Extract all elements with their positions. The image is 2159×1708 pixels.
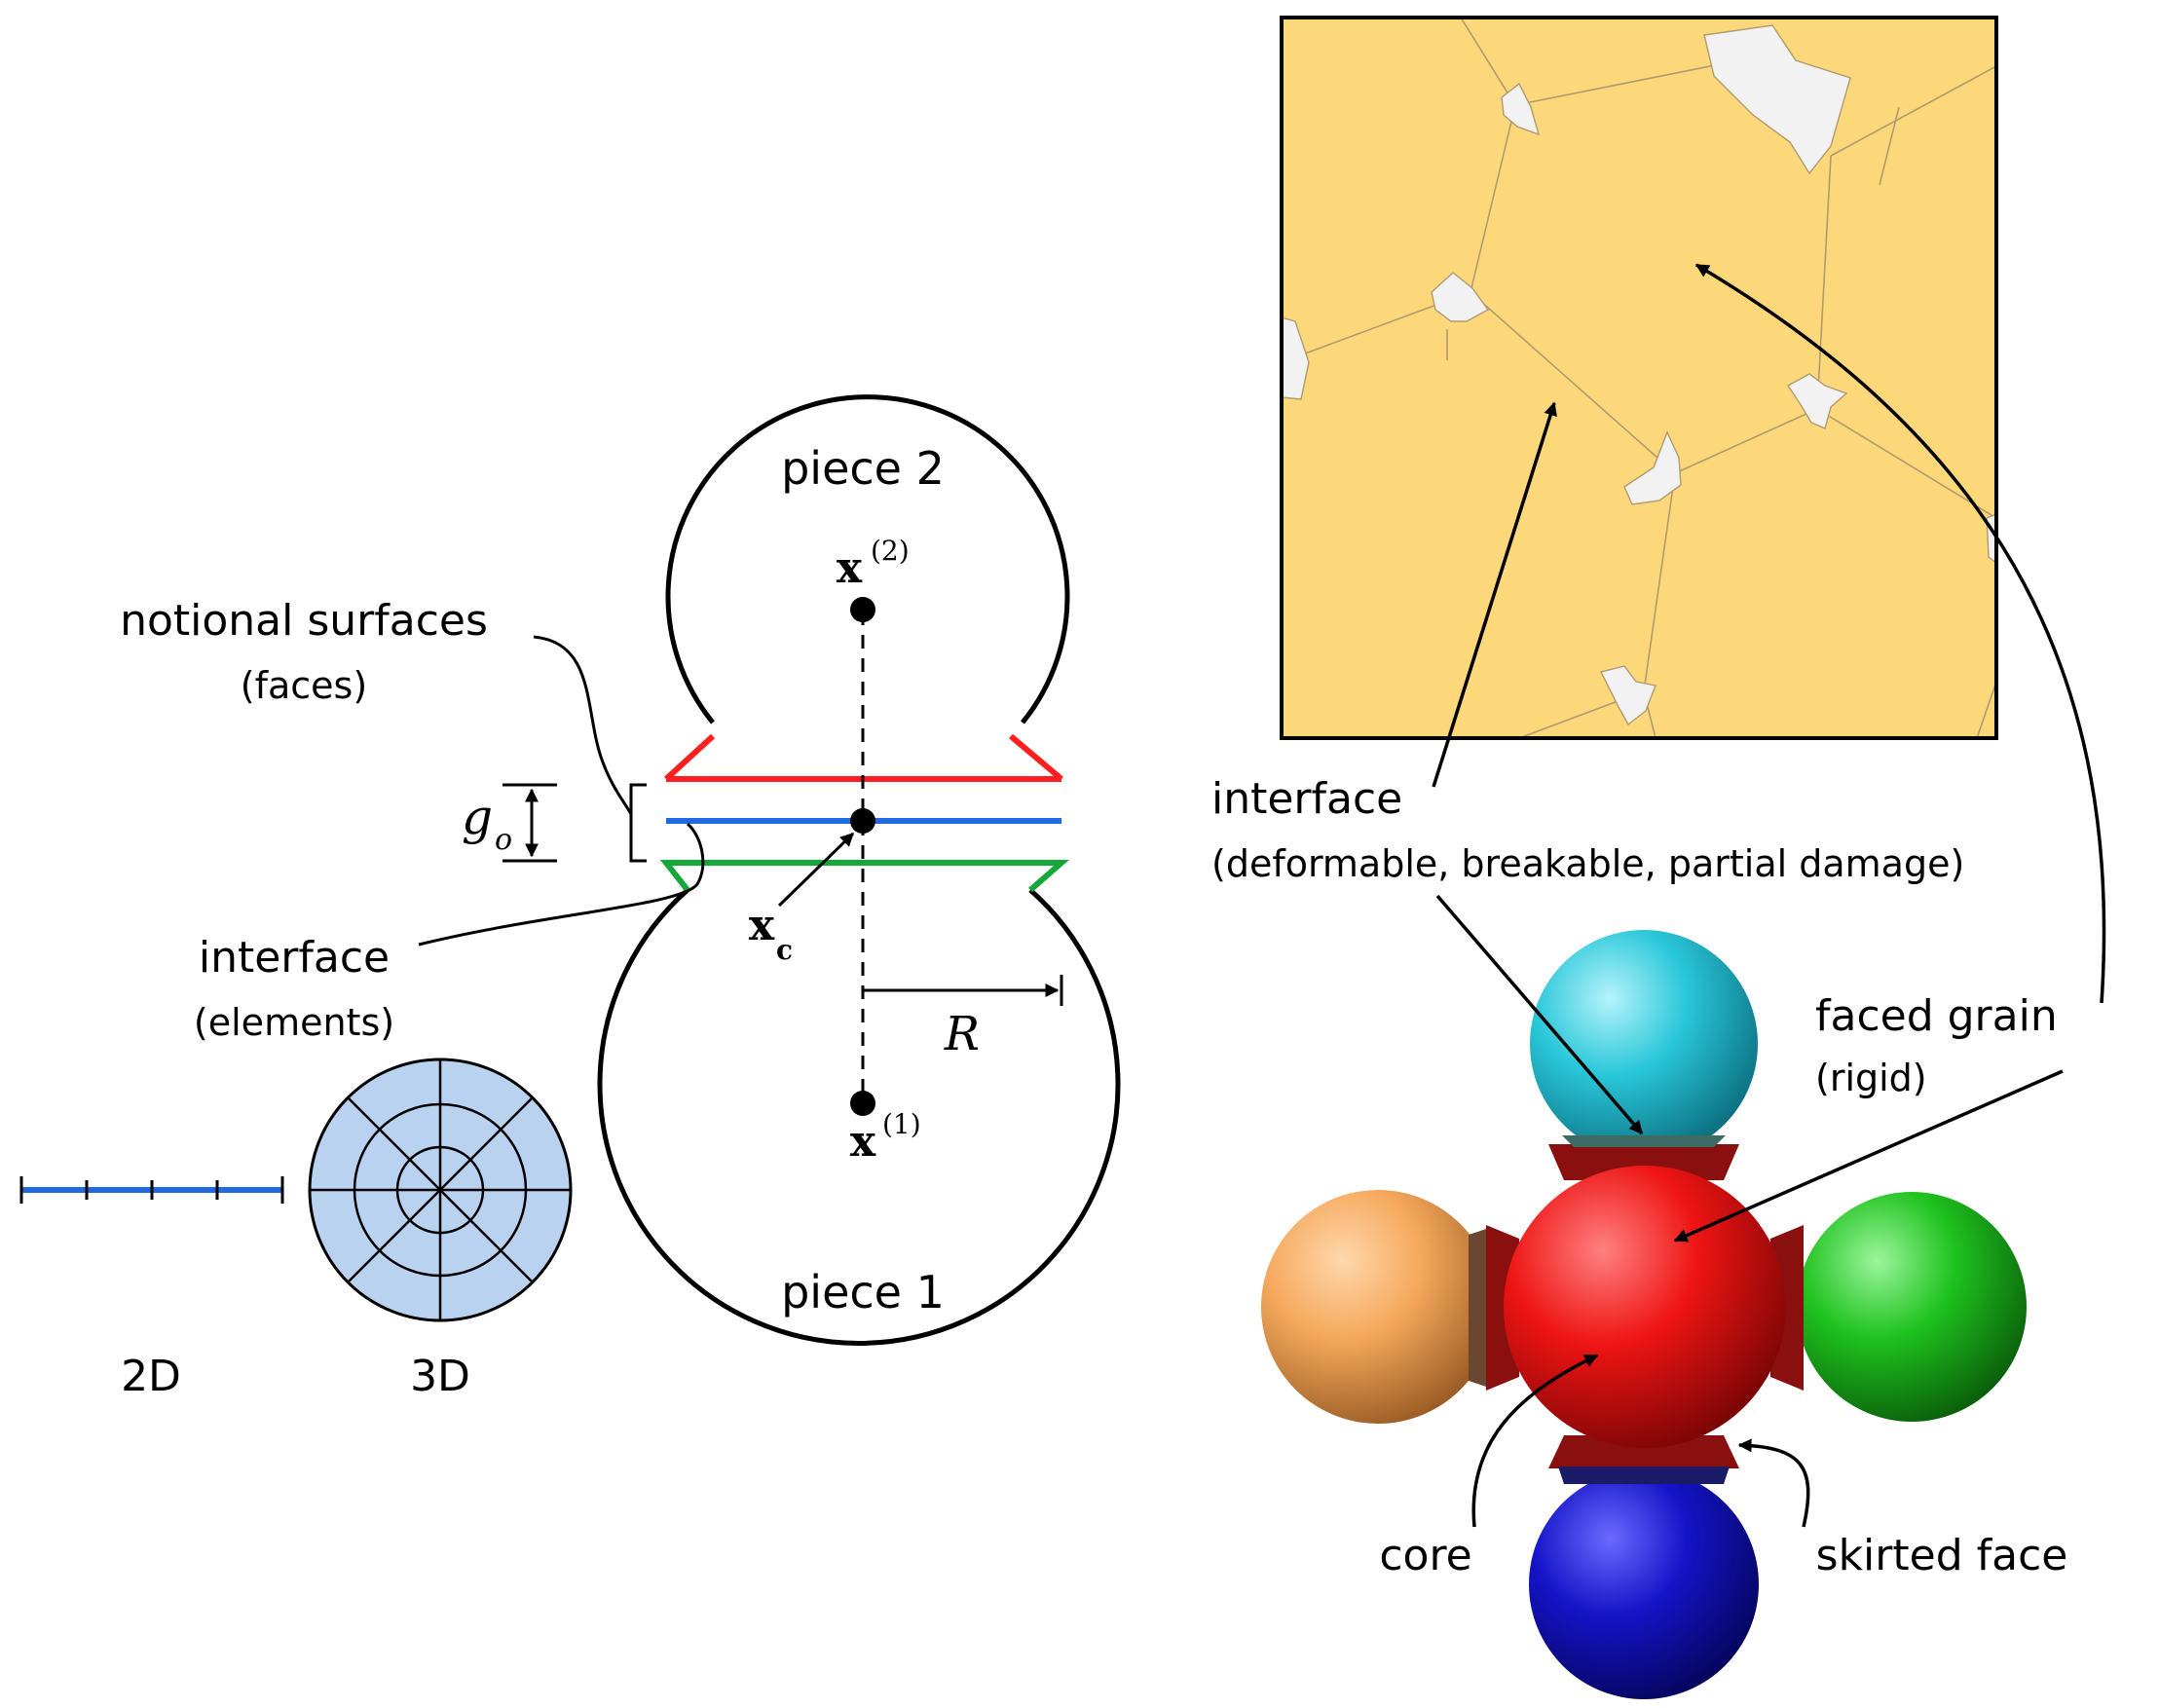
piece-1-label: piece 1 <box>781 1266 945 1318</box>
xc-point <box>850 808 875 834</box>
gap-label: g <box>462 789 493 845</box>
notional-surfaces-leader <box>533 635 633 815</box>
x2-point <box>850 597 875 622</box>
core-label: core <box>1379 1531 1471 1580</box>
interface-sublabel: (deformable, breakable, partial damage) <box>1211 842 1964 885</box>
gap-center <box>1623 430 1682 505</box>
gap-bottom <box>1599 665 1656 726</box>
faces-bracket <box>629 783 647 863</box>
interface-elements-leader <box>418 822 705 947</box>
x1-point <box>850 1091 875 1116</box>
skirted-face-arrow <box>1737 1438 1810 1528</box>
skirted-face-bottom <box>1548 1435 1739 1468</box>
interface-elements-sublabel: (elements) <box>194 1001 394 1044</box>
x1-superscript: (1) <box>882 1108 921 1140</box>
core-arrow <box>1471 1354 1599 1528</box>
xc-label: x <box>749 901 775 950</box>
radius-label: R <box>944 1007 980 1061</box>
gap-mid-left <box>1431 272 1490 322</box>
label-2d: 2D <box>121 1352 181 1401</box>
interface-elements-label: interface <box>199 933 390 983</box>
faced-grain-label: faced grain <box>1815 991 2058 1041</box>
piece-1-outline <box>597 888 1121 1346</box>
grain-gaps <box>1281 24 1997 726</box>
grain-panel-background <box>1282 18 1996 738</box>
contact-bottom <box>1558 1467 1730 1484</box>
interface-to-cluster-arrow <box>1435 894 1644 1135</box>
x2-label: x <box>837 543 863 593</box>
skirted-face-top <box>1548 1144 1739 1180</box>
right-annotations: interface (deformable, breakable, partia… <box>1211 263 2106 1580</box>
gap-subscript: o <box>495 823 512 857</box>
gap-right-mid <box>1786 373 1848 429</box>
xc-subscript: c <box>776 934 793 966</box>
green-notional-face <box>659 860 1069 893</box>
sphere-green <box>1797 1192 2027 1422</box>
grain-packing-panel <box>1280 16 1998 740</box>
gap-small-top <box>1501 82 1541 136</box>
grain-panel-frame <box>1280 16 1998 740</box>
x1-label: x <box>850 1117 876 1167</box>
two-piece-schematic: piece 2 piece 1 x (2) x (1) x c R g o no… <box>19 394 1121 1401</box>
contact-left <box>1469 1229 1486 1387</box>
faced-grain-to-panel-arrow <box>1694 263 2106 1004</box>
gap-top <box>1703 24 1851 175</box>
interface-label: interface <box>1211 774 1402 824</box>
sphere-orange <box>1261 1190 1495 1424</box>
skirted-face-label: skirted face <box>1816 1531 2068 1580</box>
xc-pointer-arrow <box>777 832 855 908</box>
core-sphere <box>1504 1166 1786 1448</box>
notional-surfaces-label: notional surfaces <box>120 596 488 646</box>
label-3d: 3D <box>410 1352 470 1401</box>
piece-2-label: piece 2 <box>781 442 945 495</box>
faced-grain-to-core-arrow <box>1673 1069 2064 1243</box>
x2-superscript: (2) <box>871 535 910 567</box>
faced-grain-cluster <box>1261 930 2027 1699</box>
notional-surfaces-sublabel: (faces) <box>241 664 367 707</box>
interface-to-grain-arrow <box>1432 401 1557 788</box>
contact-top <box>1562 1135 1726 1147</box>
faced-grain-sublabel: (rigid) <box>1815 1057 1927 1099</box>
sphere-cyan <box>1530 930 1758 1158</box>
piece-2-outline <box>665 394 1070 724</box>
interface-element-3d <box>308 1058 573 1322</box>
interface-element-2d <box>19 1176 284 1204</box>
sphere-blue <box>1529 1469 1759 1699</box>
